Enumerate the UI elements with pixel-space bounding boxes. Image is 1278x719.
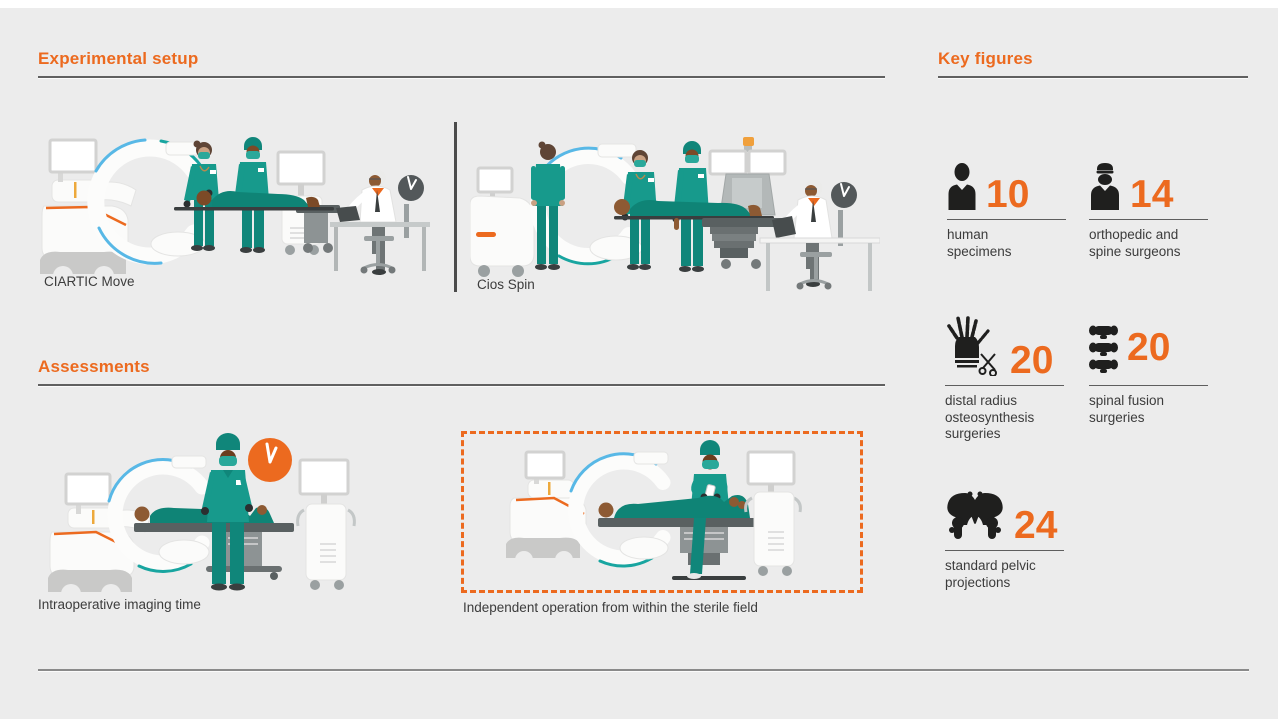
imaging-time-scene [48,433,356,602]
key-figure-value: 14 [1130,172,1174,216]
assessments-title: Assessments [38,357,150,376]
key-figure-value: 20 [1010,338,1054,382]
doctor-at-desk [759,179,880,291]
imaging-time-label: Intraoperative imaging time [38,597,201,612]
key-figure-surgeons: 14 orthopedic and spine surgeons [1089,162,1208,260]
key-figure-distal-radius: 20 distal radius osteosynthesis surgerie… [945,316,1064,443]
experimental-setup-title: Experimental setup [38,49,199,68]
nurse-figure [233,137,269,253]
surgeon-leg [687,518,706,579]
key-figure-rule [947,219,1066,220]
key-figure-rule [1089,385,1208,386]
cios-spin-scene [470,137,880,291]
key-figure-value: 20 [1127,326,1171,370]
skeletal-hand-scissors-icon [947,316,997,376]
sterile-field-highlight-box [461,431,863,593]
nurse-figure [183,140,219,251]
monitor-cart [744,450,802,576]
stopwatch-clock-icon [248,438,292,482]
key-figure-rule [945,385,1064,386]
key-figure-label: distal radius osteosynthesis surgeries [945,393,1035,441]
key-figure-pelvic-projections: 24 standard pelvic projections [945,491,1064,591]
human-specimen-icon [948,163,976,210]
key-figure-rule [945,550,1064,551]
imaging-table [702,218,784,269]
assessments-rule [38,384,885,386]
c-arm-ring [107,455,210,573]
sterile-field-label: Independent operation from within the st… [463,600,758,615]
scene-divider [454,122,457,292]
key-figure-spinal-fusion: 20 spinal fusion surgeries [1089,320,1208,426]
key-figure-label: spinal fusion surgeries [1089,393,1165,425]
pelvis-icon [947,491,1003,539]
patient-on-stretcher [174,190,334,211]
top-white-strip [0,0,1278,8]
wall-clock-icon [398,175,424,201]
key-figure-rule [1089,219,1208,220]
surgeon-icon [1091,163,1119,210]
bottom-rule [38,669,1249,671]
cios-spin-machine [470,166,535,277]
c-arm-ring [568,451,671,568]
key-figure-human-specimens: 10 human specimens [947,162,1066,260]
key-figure-label: human specimens [947,227,1012,259]
ciartic-move-scene [40,137,430,286]
spine-vertebrae-icon [1089,325,1118,373]
monitor-cart [296,458,356,590]
patient-on-table [598,495,750,518]
key-figure-label: standard pelvic projections [945,558,1036,590]
wall-clock-icon [831,182,857,208]
key-figure-label: orthopedic and spine surgeons [1089,227,1181,259]
c-arm-ring [87,138,206,265]
surgeon-figure [201,433,253,591]
key-figure-value: 10 [986,172,1030,216]
key-figure-value: 24 [1014,503,1058,547]
experimental-setup-rule [38,76,885,78]
nurse-figure [531,141,565,270]
doctor-at-desk [330,170,430,275]
ciartic-carm-machine [48,472,151,602]
key-figures-rule [938,76,1248,78]
ciartic-move-label: CIARTIC Move [44,274,135,289]
key-figures-title: Key figures [938,49,1033,68]
cios-spin-label: Cios Spin [477,277,535,292]
ciartic-carm-machine [506,450,587,569]
sterile-field-scene [506,440,802,580]
